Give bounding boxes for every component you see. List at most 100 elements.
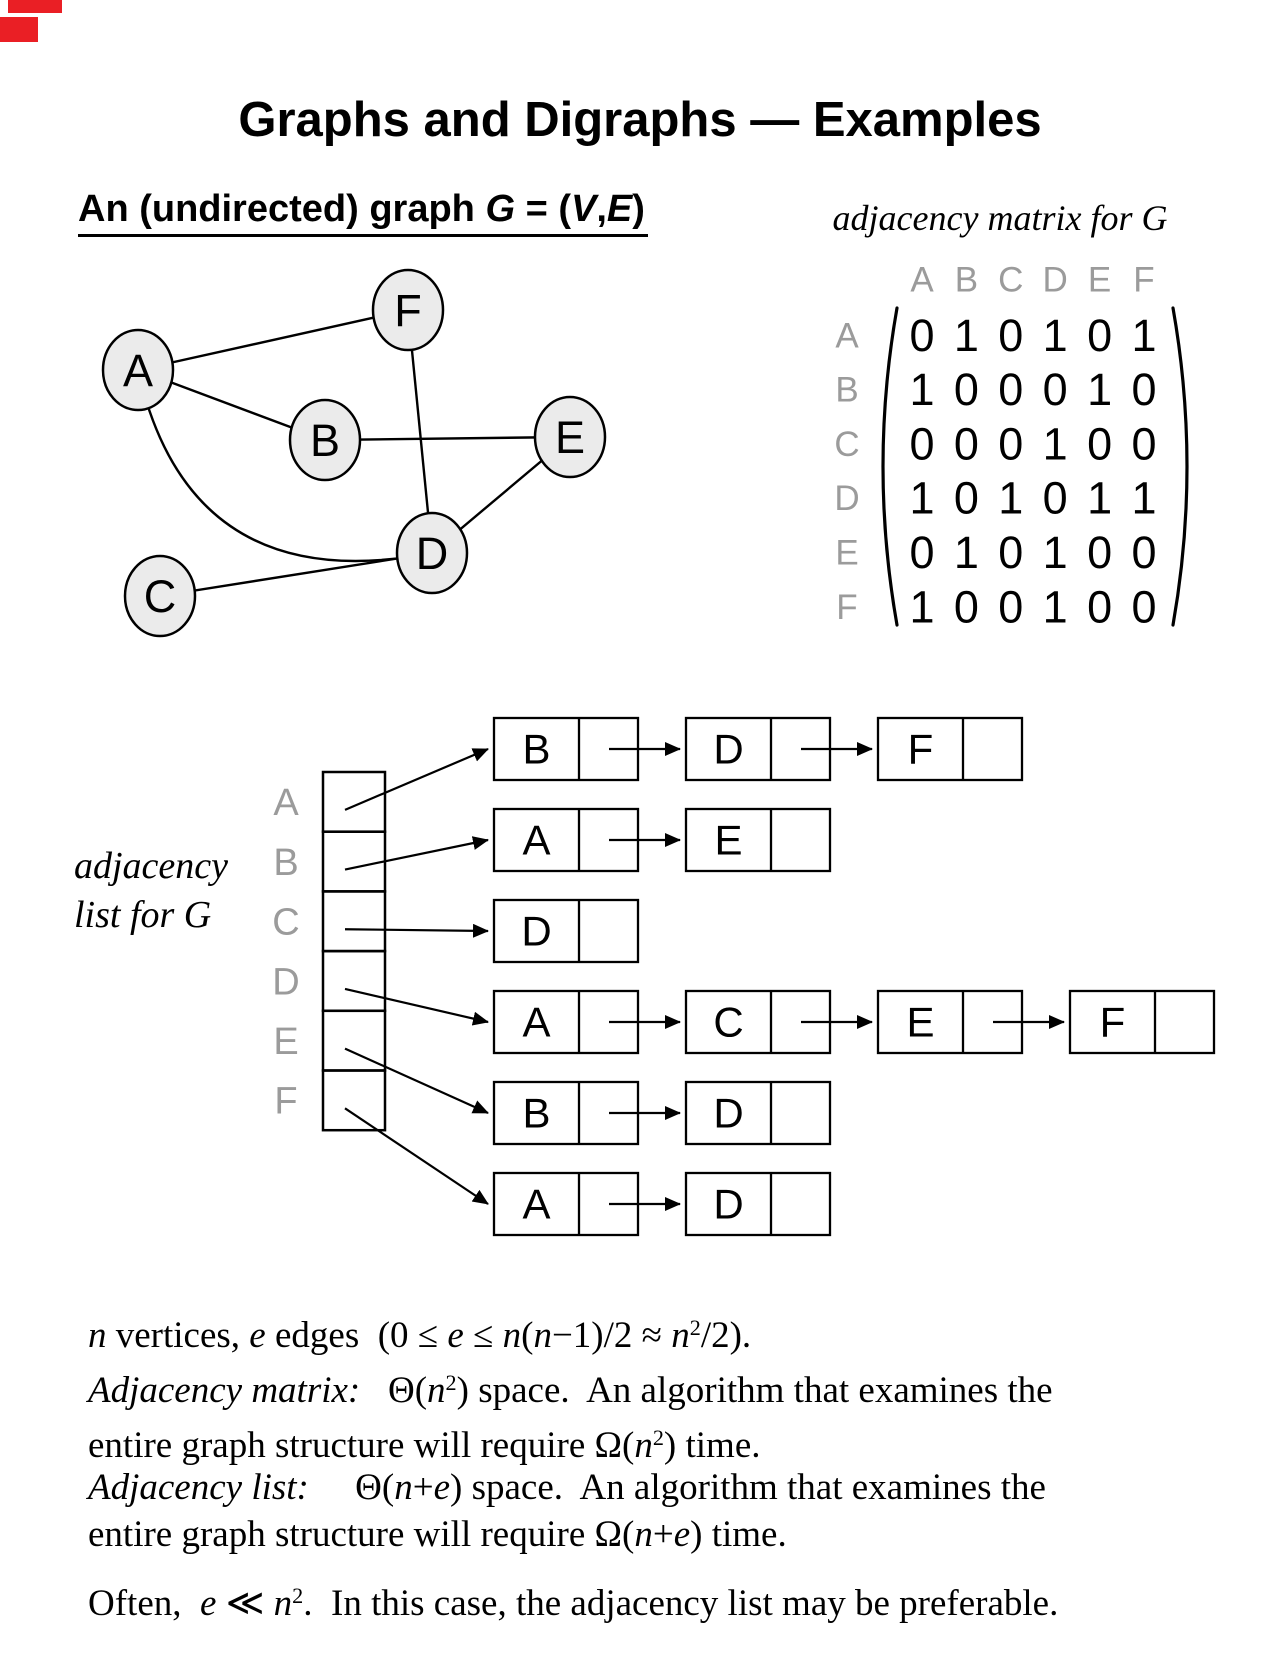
list-node-box: [684, 1080, 832, 1146]
text-run: Often,: [88, 1583, 200, 1625]
list-node-label: B: [522, 1090, 550, 1137]
list-head-arrow: [344, 1107, 489, 1205]
matrix-row-header: C: [834, 425, 859, 464]
list-head-arrow: [344, 1047, 489, 1115]
matrix-cell: 0: [1087, 527, 1112, 578]
list-array-label: E: [273, 1021, 298, 1063]
list-head-arrow: [344, 923, 489, 938]
list-array-label: F: [274, 1081, 297, 1123]
text-run: −1)/2 ≈: [551, 1315, 672, 1357]
text-run: n: [502, 1315, 522, 1357]
matrix-cell: 1: [1043, 581, 1068, 632]
matrix-cell: 0: [998, 527, 1023, 578]
text-run: Θ(: [360, 1370, 428, 1412]
text-run: n: [671, 1315, 690, 1357]
list-node-label: C: [713, 999, 743, 1046]
list-node-label: F: [908, 726, 934, 773]
graph-node-label: E: [555, 412, 585, 463]
matrix-row-header: F: [836, 588, 857, 627]
graph-node: C: [123, 554, 197, 638]
list-head-arrow: [344, 836, 489, 871]
text-run: G: [485, 188, 516, 230]
matrix-col-header: A: [910, 260, 934, 299]
text-run: ) space. An algorithm that examines the: [456, 1370, 1053, 1412]
red-annotation-mark-left: [0, 17, 38, 42]
text-run: /2).: [700, 1315, 752, 1357]
list-node-label: E: [714, 817, 742, 864]
graph-node: E: [533, 395, 607, 479]
graph-edge: [324, 435, 571, 442]
matrix-cell: 1: [954, 527, 979, 578]
list-node-box: [1068, 989, 1216, 1055]
matrix-cell: 1: [1131, 310, 1156, 361]
text-run: n: [634, 1425, 653, 1467]
matrix-col-header: E: [1088, 260, 1111, 299]
list-node-box: [684, 1171, 832, 1237]
matrix-cell: 1: [998, 473, 1023, 524]
list-node-label: D: [713, 1090, 743, 1137]
text-run: vertices,: [106, 1315, 250, 1357]
list-node-label: D: [521, 908, 551, 955]
graph-node-label: C: [144, 571, 177, 622]
text-run: 2: [689, 1315, 701, 1340]
matrix-col-header: D: [1043, 260, 1068, 299]
matrix-cell: 1: [909, 473, 934, 524]
matrix-cell: 0: [954, 473, 979, 524]
matrix-cell: 0: [1131, 527, 1156, 578]
matrix-col-header: B: [955, 260, 978, 299]
text-run: 2: [292, 1583, 304, 1608]
matrix-cell: 0: [1131, 418, 1156, 469]
list-node-label: F: [1100, 999, 1126, 1046]
list-array-cell: [321, 949, 387, 1013]
matrix-col-header: C: [998, 260, 1023, 299]
matrix-cell: 0: [1131, 364, 1156, 415]
note-vertices-edges: n vertices, e edges (0 ≤ e ≤ n(n−1)/2 ≈ …: [88, 1304, 1248, 1359]
graph-node: B: [288, 398, 362, 482]
matrix-cell: 1: [1131, 473, 1156, 524]
text-run: ) time.: [690, 1514, 787, 1555]
matrix-cell: 0: [998, 581, 1023, 632]
text-run: ) space. An algorithm that examines the: [450, 1467, 1046, 1508]
graph-node-label: F: [394, 285, 422, 336]
graph-node-circle: [371, 268, 445, 352]
text-run: n: [394, 1467, 413, 1508]
matrix-cell: 0: [998, 364, 1023, 415]
slide-title: Graphs and Digraphs — Examples: [238, 93, 1042, 147]
matrix-cell: 0: [1087, 310, 1112, 361]
matrix-cell: 0: [998, 418, 1023, 469]
matrix-row-header: A: [835, 316, 859, 355]
matrix-cell: 0: [1087, 581, 1112, 632]
list-node-label: A: [522, 999, 550, 1046]
matrix-paren-left: [881, 306, 899, 627]
note-often: Often, e ≪ n2. In this case, the adjacen…: [88, 1572, 1248, 1627]
graph-node: F: [371, 268, 445, 352]
matrix-cell: 0: [1087, 418, 1112, 469]
text-run: n: [427, 1370, 446, 1412]
list-caption-line1: adjacency: [74, 845, 229, 887]
matrix-cell: 0: [998, 310, 1023, 361]
text-run: ) time.: [663, 1425, 761, 1467]
graph-edge: [159, 551, 433, 598]
list-node-label: A: [522, 817, 550, 864]
graph-node-circle: [395, 511, 469, 595]
graph-node-circle: [533, 395, 607, 479]
text-run: n: [634, 1514, 653, 1555]
list-array-cell: [321, 770, 387, 833]
text-run: Θ(: [308, 1467, 395, 1508]
matrix-cell: 0: [1043, 473, 1068, 524]
graph-node-label: D: [416, 528, 449, 579]
text-run: e: [249, 1315, 266, 1357]
list-node-label: D: [713, 726, 743, 773]
text-run: e: [673, 1514, 691, 1555]
matrix-caption: adjacency matrix for G: [832, 198, 1168, 238]
text-run: V: [570, 188, 597, 230]
text-run: (: [521, 1315, 534, 1357]
graph-heading: An (undirected) graph G = (V,E): [78, 188, 648, 237]
list-node-box: [492, 898, 640, 964]
matrix-cell: 1: [1087, 473, 1112, 524]
matrix-row-header: B: [835, 371, 858, 410]
matrix-cell: 0: [909, 310, 934, 361]
text-run: 2: [445, 1370, 457, 1395]
